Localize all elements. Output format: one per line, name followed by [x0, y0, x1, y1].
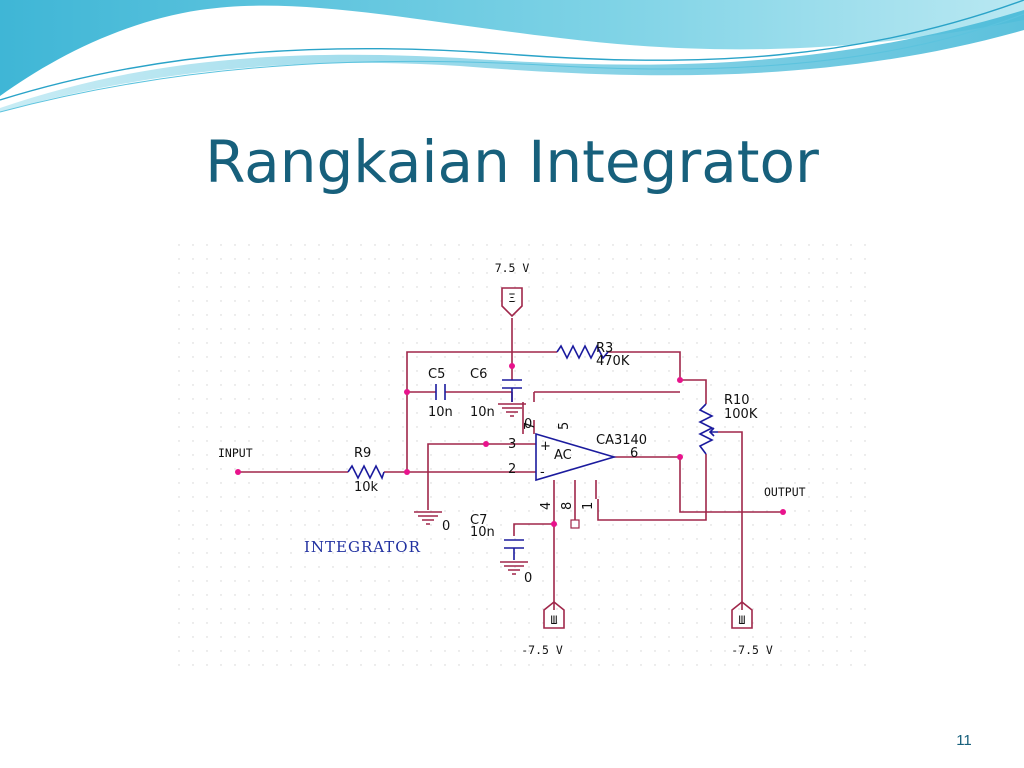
slide-number: 11 — [956, 732, 972, 749]
c6-value: 10n — [470, 405, 495, 420]
pin-4: 4 — [539, 502, 554, 510]
pin-3: 3 — [508, 437, 516, 452]
r3-name: R3 — [596, 341, 613, 356]
output-label: OUTPUT — [764, 485, 806, 499]
opamp-ca3140: + - AC CA3140 3 2 6 7 5 4 8 1 — [508, 422, 647, 529]
c5-value: 10n — [428, 405, 453, 420]
junction-dots — [235, 363, 786, 527]
r9-name: R9 — [354, 446, 371, 461]
input-label: INPUT — [218, 446, 253, 460]
c6-ground-label: 0 — [524, 417, 532, 432]
ground-left: 0 — [414, 511, 450, 534]
opamp-name: CA3140 — [596, 433, 647, 448]
opamp-plus: + — [540, 439, 551, 454]
pin-5: 5 — [557, 422, 572, 430]
pin-8: 8 — [560, 502, 575, 510]
vee-left-label: -7.5 V — [521, 643, 563, 657]
ground-bottom-label: 0 — [524, 571, 532, 586]
c7-value: 10n — [470, 525, 495, 540]
r10-name: R10 — [724, 393, 750, 408]
capacitor-c6: C6 10n 0 — [470, 367, 532, 432]
r9-value: 10k — [354, 480, 379, 495]
r10-value: 100K — [724, 407, 758, 422]
slide-title: Rangkaian Integrator — [205, 128, 819, 196]
pin-7: 7 — [523, 422, 538, 430]
wires — [238, 318, 783, 610]
opamp-type: AC — [554, 448, 572, 463]
integrator-schematic: Ξ 7.5 V R3 470K C5 10n C6 10n 0 + - AC C… — [178, 244, 866, 674]
pin-6: 6 — [630, 446, 638, 461]
opamp-minus: - — [540, 465, 545, 480]
c6-name: C6 — [470, 367, 487, 382]
capacitor-c5: C5 10n — [428, 367, 453, 420]
capacitor-c7: C7 10n 0 — [470, 513, 532, 586]
pin-2: 2 — [508, 462, 516, 477]
vcc-label: 7.5 V — [495, 261, 530, 275]
header-wave-decoration — [0, 0, 1024, 113]
pin-1: 1 — [581, 502, 596, 510]
integrator-label: INTEGRATOR — [304, 538, 421, 556]
vee-right-label: -7.5 V — [731, 643, 773, 657]
vcc-source-glyph: Ξ — [509, 291, 516, 305]
vee-right-source-glyph: Ш — [739, 613, 746, 627]
vcc-source: Ξ 7.5 V — [495, 261, 530, 318]
ground-left-label: 0 — [442, 519, 450, 534]
potentiometer-r10: R10 100K — [698, 393, 758, 455]
resistor-r3: R3 470K — [556, 341, 630, 369]
c7-name: C7 — [470, 513, 487, 528]
r3-value: 470K — [596, 354, 630, 369]
vee-right-source: Ш -7.5 V — [731, 600, 773, 657]
c5-name: C5 — [428, 367, 445, 382]
resistor-r9: R9 10k — [347, 446, 385, 495]
vee-left-source: Ш -7.5 V — [521, 600, 565, 657]
vee-left-source-glyph: Ш — [551, 613, 558, 627]
